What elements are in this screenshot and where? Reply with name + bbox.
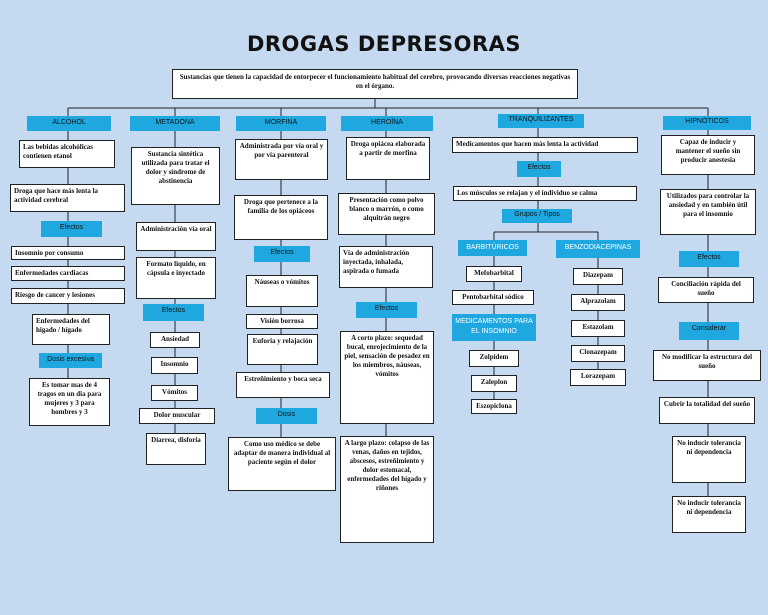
- metadona-effect-3: Vómitos: [151, 385, 198, 401]
- metadona-effect-1: Ansiedad: [150, 332, 200, 348]
- tranquilizantes-effects-label: Efectos: [517, 161, 561, 177]
- alcohol-effect-4: Enfermedades del higado / hígado: [32, 314, 110, 345]
- metadona-header: METADONA: [130, 116, 220, 131]
- morfina-effect-4: Estreñimiento y boca seca: [236, 372, 330, 398]
- heroina-desc-2: Presentación como polvo blanco o marrón,…: [338, 193, 435, 235]
- alcohol-dose-label: Dosis excesiva: [39, 353, 102, 368]
- morfina-desc-2: Droga que pertenece a la familia de los …: [234, 195, 328, 240]
- alcohol-desc-2: Droga que hace más lenta la actividad ce…: [10, 184, 125, 212]
- barbituricos-label: BARBITÚRICOS: [458, 240, 527, 256]
- insomnio-2: Zaleplon: [471, 375, 517, 392]
- page-title: DROGAS DEPRESORAS: [246, 32, 522, 56]
- tranquilizantes-groups-label: Grupos / Tipos: [502, 209, 572, 223]
- benzo-4: Clonazepam: [571, 345, 625, 362]
- metadona-desc-3: Formato liquido, en cápsula e inyectado: [136, 257, 216, 299]
- definition-box: Sustancias que tienen la capacidad de en…: [172, 69, 578, 99]
- hipnoticos-effect-1: Conciliación rápida del sueño: [658, 277, 754, 303]
- alcohol-effects-label: Efectos: [41, 221, 102, 237]
- tranquilizantes-desc-1: Medicamentos que hacen más lenta la acti…: [452, 137, 638, 153]
- heroina-effects-label: Efectos: [356, 302, 417, 318]
- insomnio-1: Zolpidem: [469, 350, 519, 367]
- benzo-1: Diazepam: [573, 268, 623, 285]
- insomnio-3: Eszopiclona: [471, 399, 517, 414]
- metadona-effect-4: Dolor muscular: [139, 408, 215, 424]
- metadona-desc-1: Sustancia sintética utilizada para trata…: [131, 147, 220, 205]
- insomnio-label: MEDICAMENTOS PARA EL INSOMNIO: [452, 314, 536, 341]
- hipnoticos-consider-1: No modificar la estructura del sueño: [653, 350, 761, 381]
- morfina-desc-1: Administrada por vía oral y por vía pare…: [235, 139, 328, 180]
- benzo-label: BENZODIACEPINAS: [556, 240, 640, 258]
- heroina-short-term: A corto plazo: sequedad bucal, enrojecim…: [340, 331, 434, 424]
- morfina-effect-3: Euforia y relajación: [247, 334, 318, 365]
- morfina-header: MORFINA: [236, 116, 326, 131]
- alcohol-effect-3: Riesgo de cancer y lesiones: [11, 288, 125, 304]
- heroina-header: HEROÍNA: [341, 116, 433, 131]
- hipnoticos-consider-3: No inducir tolerancia ni dependencia: [672, 436, 746, 483]
- hipnoticos-desc-2: Utilizados para controlar la ansiedad y …: [660, 189, 756, 235]
- alcohol-header: ALCOHOL: [27, 116, 111, 131]
- hipnoticos-consider-2: Cubrir la totalidad del sueño: [659, 397, 755, 424]
- morfina-dose: Como uso médico se debe adaptar de maner…: [228, 437, 336, 491]
- metadona-effects-label: Efectos: [143, 304, 204, 321]
- tranquilizantes-effect-1: Los músculos se relajan y el individuo s…: [453, 186, 637, 201]
- morfina-dose-label: Dosis: [256, 408, 317, 424]
- heroina-long-term: A largo plazo: colapso de las venas, dañ…: [340, 436, 434, 543]
- alcohol-dose: Es tomar mas de 4 tragos en un dia para …: [29, 378, 110, 426]
- hipnoticos-consider-label: Considerar: [679, 322, 739, 340]
- morfina-effects-label: Efectos: [254, 246, 310, 262]
- metadona-effect-5: Diarrea, disforia: [146, 433, 206, 465]
- morfina-effect-1: Náuseas o vómitos: [246, 275, 318, 307]
- hipnoticos-consider-4: No inducir tolerancia ni dependencia: [672, 496, 746, 533]
- barbiturico-1: Mefobarbital: [466, 266, 522, 282]
- hipnoticos-desc-1: Capaz de inducir y mantener el sueño sin…: [661, 135, 755, 175]
- heroina-desc-1: Droga opiácea elaborada a partir de morf…: [346, 137, 430, 180]
- heroina-desc-3: Vía de administración inyectada, inhalad…: [339, 246, 433, 288]
- alcohol-effect-2: Enfermedades cardiacas: [11, 266, 125, 281]
- barbiturico-2: Pentobarbital sódico: [452, 290, 534, 305]
- tranquilizantes-header: TRANQUILIZANTES: [498, 114, 584, 128]
- metadona-effect-2: Insomnio: [151, 357, 198, 374]
- hipnoticos-header: HIPNÓTICOS: [663, 116, 751, 130]
- benzo-2: Alprazolam: [571, 294, 625, 311]
- metadona-desc-2: Administración vía oral: [136, 222, 216, 251]
- hipnoticos-effects-label: Efectos: [679, 251, 739, 267]
- benzo-5: Lorazepam: [570, 369, 626, 386]
- alcohol-effect-1: Insomnio por consumo: [11, 246, 125, 260]
- morfina-effect-2: Visión borrosa: [246, 314, 318, 329]
- benzo-3: Estazolam: [571, 320, 625, 337]
- alcohol-desc-1: Las bebidas alcohólicas contienen etanol: [19, 140, 115, 168]
